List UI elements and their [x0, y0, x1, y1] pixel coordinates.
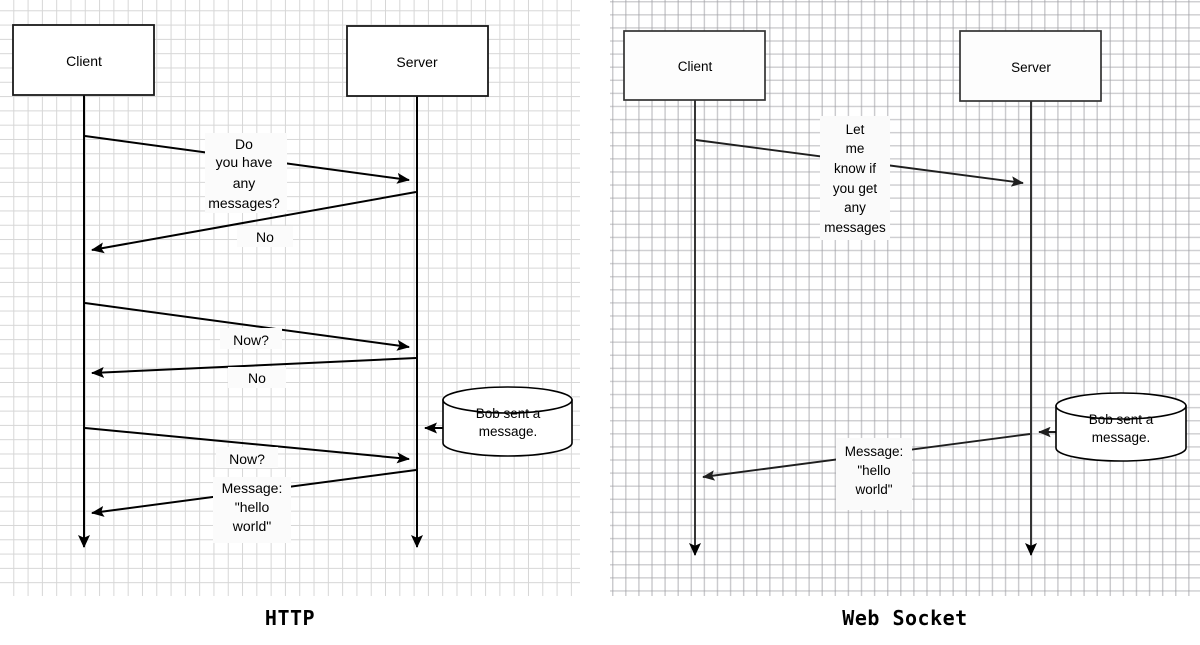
message-label-3-http: Now?: [233, 332, 269, 348]
participant-label-server-websocket: Server: [1011, 60, 1051, 75]
message-label-bg-1-http: [205, 133, 287, 213]
message-arrow-4-http[interactable]: [91, 357, 417, 378]
message-label-6-line2-http: "hello: [235, 499, 270, 515]
panel-http: Client Server Do you have any messages? …: [12, 24, 573, 548]
message-arrow-3-http[interactable]: [84, 302, 410, 351]
message-label-4-http: No: [248, 370, 266, 386]
panel-websocket: Client Server Let me know if you get any…: [623, 30, 1187, 556]
message-label-5-http: Now?: [229, 451, 265, 467]
message-label-bg-3-http: [220, 328, 282, 349]
participant-box-client-websocket[interactable]: [623, 30, 766, 101]
message-label-1-line2-websocket: me: [846, 141, 865, 156]
datastore-label-line2-websocket: message.: [1092, 430, 1151, 445]
message-label-1-line3-websocket: know if: [834, 161, 876, 176]
participant-box-server-http[interactable]: [346, 25, 489, 97]
datastore-label-line1-http: Bob sent a: [476, 406, 541, 421]
message-label-1-line1-websocket: Let: [846, 122, 865, 137]
message-label-1-line5-websocket: any: [844, 200, 866, 215]
participant-label-server-http: Server: [396, 54, 438, 70]
message-label-bg-2-http: [237, 226, 293, 247]
message-label-1-line1-http: Do: [235, 136, 253, 152]
message-label-1-line4-websocket: you get: [833, 181, 878, 196]
datastore-websocket[interactable]: [1055, 392, 1187, 462]
participant-box-server-websocket[interactable]: [959, 30, 1102, 102]
message-label-bg-1-websocket: [820, 116, 890, 240]
message-label-2-http: No: [256, 229, 274, 245]
message-label-bg-4-http: [228, 367, 286, 388]
participant-label-client-http: Client: [66, 53, 102, 69]
message-label-6-line1-http: Message:: [222, 480, 283, 496]
message-label-1-line4-http: messages?: [208, 195, 280, 211]
caption-http: HTTP: [264, 606, 316, 630]
message-label-bg-5-http: [216, 447, 278, 468]
datastore-label-line2-http: message.: [479, 424, 538, 439]
message-label-bg-6-http: [213, 477, 291, 543]
message-label-1-line6-websocket: messages: [824, 220, 886, 235]
message-arrow-5-http[interactable]: [84, 427, 410, 464]
message-label-2-line2-websocket: "hello: [857, 463, 890, 478]
participant-label-client-websocket: Client: [678, 59, 713, 74]
message-arrow-2-http[interactable]: [91, 191, 417, 254]
datastore-label-line1-websocket: Bob sent a: [1089, 412, 1154, 427]
caption-websocket: Web Socket: [842, 606, 968, 630]
grid-background-left: [0, 0, 580, 596]
message-label-bg-2-websocket: [836, 438, 912, 510]
message-label-1-line2-http: you have: [216, 154, 273, 170]
message-label-6-line3-http: world": [232, 518, 271, 534]
message-label-2-line3-websocket: world": [854, 482, 892, 497]
participant-box-client-http[interactable]: [12, 24, 155, 96]
datastore-http[interactable]: [442, 386, 573, 457]
message-label-2-line1-websocket: Message:: [845, 444, 904, 459]
message-label-1-line3-http: any: [233, 175, 256, 191]
